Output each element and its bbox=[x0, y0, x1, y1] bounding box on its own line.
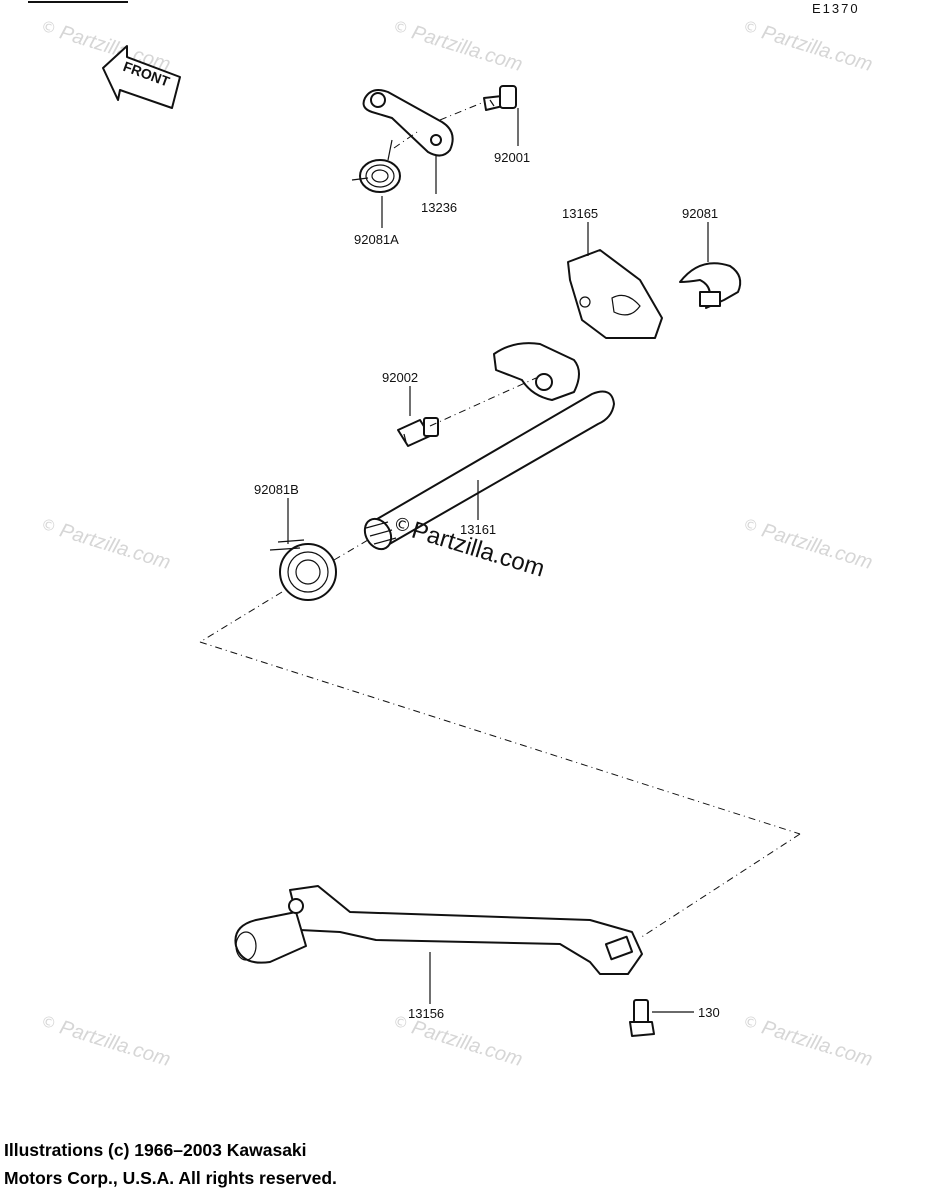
front-arrow: FRONT bbox=[102, 45, 181, 109]
watermark-symbol: © bbox=[39, 17, 59, 39]
shift-arm-part-drawing bbox=[362, 89, 454, 157]
watermark-symbol: © bbox=[741, 1012, 761, 1034]
part-label-92081A: 92081A bbox=[354, 232, 399, 247]
watermark-text: Partzilla.com bbox=[759, 22, 875, 77]
watermark: © Partzilla.com bbox=[39, 1012, 173, 1072]
bolt-130-part-drawing bbox=[629, 999, 655, 1037]
watermark-text: Partzilla.com bbox=[409, 22, 525, 77]
watermark: © Partzilla.com bbox=[391, 17, 525, 77]
watermark: © Partzilla.com bbox=[39, 515, 173, 575]
watermark-symbol: © bbox=[741, 17, 761, 39]
part-label-13161: 13161 bbox=[460, 522, 496, 537]
watermark-text: Partzilla.com bbox=[759, 520, 875, 575]
watermark-text: Partzilla.com bbox=[57, 520, 173, 575]
bolt-92001-part-drawing bbox=[483, 85, 517, 111]
plate-13165-part-drawing bbox=[567, 249, 663, 339]
shaft-13161-part-drawing bbox=[363, 342, 615, 551]
watermark-symbol: © bbox=[391, 1012, 411, 1034]
copyright-line-1: Illustrations (c) 1966–2003 Kawasaki bbox=[4, 1140, 307, 1160]
watermark: © Partzilla.com bbox=[741, 1012, 875, 1072]
watermark: © Partzilla.com bbox=[741, 17, 875, 77]
clip-92081-part-drawing bbox=[679, 262, 742, 309]
spring-92081A-part-drawing bbox=[351, 139, 401, 193]
watermark-symbol: © bbox=[741, 515, 761, 537]
watermark-text: Partzilla.com bbox=[759, 1017, 875, 1072]
shift-pedal-13156-part-drawing bbox=[234, 885, 643, 975]
watermark: © Partzilla.com bbox=[741, 515, 875, 575]
copyright-notice: Illustrations (c) 1966–2003 Kawasaki Mot… bbox=[4, 1136, 337, 1192]
watermark-symbol: © bbox=[39, 515, 59, 537]
watermark-symbol: © bbox=[391, 17, 411, 39]
watermark-symbol: © bbox=[39, 1012, 59, 1034]
drawing-code: E1370 bbox=[812, 1, 860, 16]
watermark-text: Partzilla.com bbox=[57, 1017, 173, 1072]
watermark-large-symbol: © bbox=[391, 513, 414, 538]
callout-leaders bbox=[287, 108, 709, 1013]
part-labels: 92001 13236 92081A 13165 92081 92002 920… bbox=[254, 150, 720, 1021]
part-label-92081B: 92081B bbox=[254, 482, 299, 497]
part-label-13165: 13165 bbox=[562, 206, 598, 221]
part-label-13236: 13236 bbox=[421, 200, 457, 215]
watermark-text: Partzilla.com bbox=[409, 1017, 525, 1072]
spring-92081B-part-drawing bbox=[269, 539, 337, 601]
bolt-92002-part-drawing bbox=[397, 417, 439, 447]
part-label-92002: 92002 bbox=[382, 370, 418, 385]
part-label-130: 130 bbox=[698, 1005, 720, 1020]
part-label-92081: 92081 bbox=[682, 206, 718, 221]
part-label-13156: 13156 bbox=[408, 1006, 444, 1021]
assembly-lines bbox=[199, 101, 801, 939]
copyright-line-2: Motors Corp., U.S.A. All rights reserved… bbox=[4, 1168, 337, 1188]
part-label-92001: 92001 bbox=[494, 150, 530, 165]
